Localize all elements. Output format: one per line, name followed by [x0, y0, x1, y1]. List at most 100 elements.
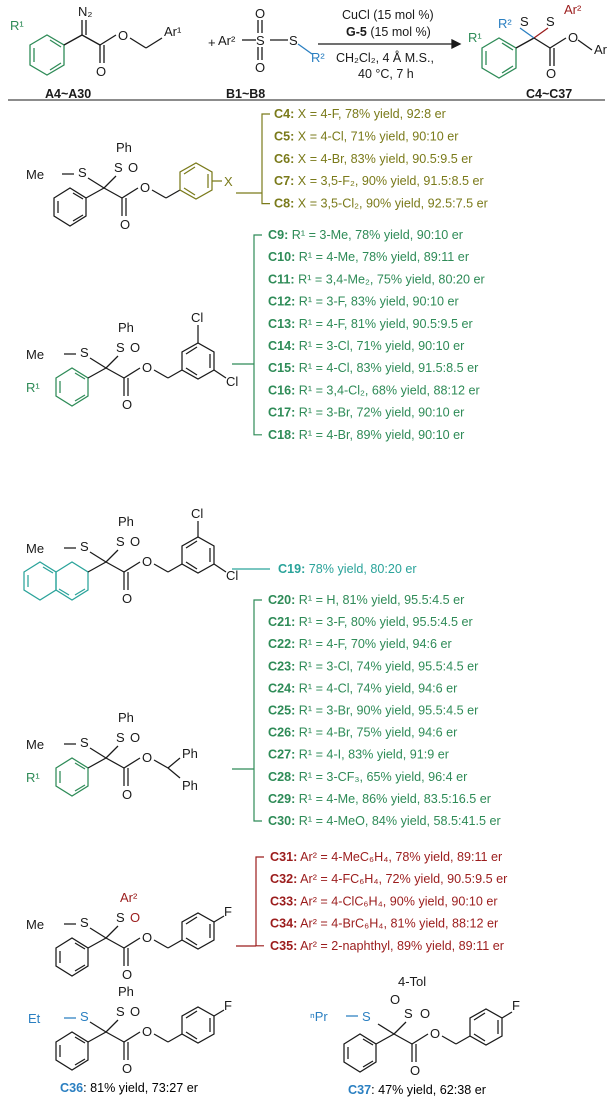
o-label: O [130, 534, 140, 549]
entry-row: C10: R¹ = 4-Me, 78% yield, 89:11 er [268, 250, 469, 264]
ph-label: Ph [118, 514, 134, 529]
entry-detail: Ar² = 4-MeC₆H₄, 78% yield, 89:11 er [297, 850, 502, 864]
entry-row: C19: 78% yield, 80:20 er [278, 562, 417, 576]
f-label: F [224, 998, 232, 1013]
entry-id: C23: [268, 659, 295, 673]
entry-row: C11: R¹ = 3,4-Me₂, 75% yield, 80:20 er [268, 272, 485, 286]
r1-label: R¹ [26, 380, 40, 395]
entry-row: C33: Ar² = 4-ClC₆H₄, 90% yield, 90:10 er [270, 894, 498, 908]
ar2-label: Ar² [218, 33, 236, 48]
entry-id: C17: [268, 406, 295, 420]
me-label: Me [26, 347, 44, 362]
n2-label: N₂ [78, 4, 92, 19]
ph-label: Ph [118, 710, 134, 725]
c37-caption: C37: 47% yield, 62:38 er [348, 1083, 486, 1097]
entry-id: C14: [268, 339, 295, 353]
entry-id: C20: [268, 593, 295, 607]
structure-c9-c18 [55, 325, 227, 407]
npr-label: ⁿPr [310, 1009, 328, 1024]
entry-id: C7: [274, 174, 294, 188]
ar2-label: Ar² [120, 890, 138, 905]
entry-detail: X = 4-F, 78% yield, 92:8 er [294, 107, 446, 121]
entry-row: C5: X = 4-Cl, 71% yield, 90:10 er [274, 129, 458, 143]
entry-row: C16: R¹ = 3,4-Cl₂, 68% yield, 88:12 er [268, 383, 480, 397]
entry-row: C23: R¹ = 3-Cl, 74% yield, 95.5:4.5 er [268, 659, 478, 673]
o-label: O [142, 1024, 152, 1039]
o-label: O [140, 180, 150, 195]
entry-detail: X = 3,5-Cl₂, 90% yield, 92.5:7.5 er [294, 197, 488, 211]
entry-detail: Ar² = 4-ClC₆H₄, 90% yield, 90:10 er [297, 894, 497, 908]
f-label: F [512, 998, 520, 1013]
condition-3: CH₂Cl₂, 4 Å M.S., [336, 50, 434, 65]
group-bracket [253, 599, 262, 822]
o-label: O [142, 360, 152, 375]
f-label: F [224, 904, 232, 919]
structures [23, 162, 513, 1073]
o-label: O [122, 591, 132, 606]
o-label: O [122, 967, 132, 982]
ph-label: Ph [182, 746, 198, 761]
o-label: O [118, 28, 128, 43]
s-label: S [80, 915, 89, 930]
s-label: S [116, 340, 125, 355]
s-label: S [116, 910, 125, 925]
entry-id: C8: [274, 197, 294, 211]
entry-id: C10: [268, 250, 295, 264]
entry-detail: R¹ = 3-F, 80% yield, 95.5:4.5 er [295, 615, 472, 629]
condition-4: 40 °C, 7 h [358, 67, 414, 81]
entry-detail: R¹ = 3-Br, 72% yield, 90:10 er [295, 406, 464, 420]
reactant-a-label: A4~A30 [45, 87, 91, 101]
entry-row: C29: R¹ = 4-Me, 86% yield, 83.5:16.5 er [268, 792, 491, 806]
entry-id: C22: [268, 637, 295, 651]
x-label: X [224, 174, 233, 189]
c36-caption: C36: 81% yield, 73:27 er [60, 1081, 198, 1095]
group-bracket [253, 234, 262, 436]
entry-detail: X = 4-Cl, 71% yield, 90:10 er [294, 129, 458, 143]
me-label: Me [26, 737, 44, 752]
me-label: Me [26, 541, 44, 556]
o-label: O [130, 910, 140, 925]
r2-label: R² [498, 16, 512, 31]
entry-detail: R¹ = 3-Me, 78% yield, 90:10 er [288, 228, 463, 242]
entry-id: C33: [270, 894, 297, 908]
o-label: O [130, 1004, 140, 1019]
entry-id: C32: [270, 872, 297, 886]
entry-id: C31: [270, 850, 297, 864]
entry-row: C12: R¹ = 3-F, 83% yield, 90:10 er [268, 295, 459, 309]
s-label: S [80, 1009, 89, 1024]
structure-c4-c8 [53, 162, 222, 227]
entry-id: C4: [274, 107, 294, 121]
cl-label: Cl [226, 568, 238, 583]
entry-detail: R¹ = 4-Br, 89% yield, 90:10 er [295, 428, 464, 442]
entry-detail: R¹ = 4-F, 81% yield, 90.5:9.5 er [295, 317, 472, 331]
cl-label: Cl [191, 506, 203, 521]
entry-id: C5: [274, 129, 294, 143]
entry-detail: R¹ = 3-Br, 90% yield, 95.5:4.5 er [295, 704, 478, 718]
r1-label: R¹ [26, 770, 40, 785]
s-label: S [114, 160, 123, 175]
entry-id: C12: [268, 295, 295, 309]
scheme-header [8, 20, 605, 101]
entry-row: C17: R¹ = 3-Br, 72% yield, 90:10 er [268, 406, 464, 420]
entry-detail: R¹ = 3-CF₃, 65% yield, 96:4 er [295, 770, 467, 784]
ph-label: Ph [118, 320, 134, 335]
me-label: Me [26, 167, 44, 182]
o-label: O [120, 217, 130, 232]
entry-id: C21: [268, 615, 295, 629]
entry-row: C34: Ar² = 4-BrC₆H₄, 81% yield, 88:12 er [270, 917, 498, 931]
entry-detail: Ar² = 4-BrC₆H₄, 81% yield, 88:12 er [297, 917, 498, 931]
s-label: S [80, 735, 89, 750]
s-label: S [80, 539, 89, 554]
entry-id: C28: [268, 770, 295, 784]
entry-detail: R¹ = 4-I, 83% yield, 91:9 er [295, 748, 449, 762]
entry-row: C8: X = 3,5-Cl₂, 90% yield, 92.5:7.5 er [274, 197, 488, 211]
entry-row: C14: R¹ = 3-Cl, 71% yield, 90:10 er [268, 339, 464, 353]
group-bracket [261, 113, 270, 205]
reactant-a-benzene [29, 34, 65, 76]
entry-id: C9: [268, 228, 288, 242]
o-label: O [420, 1006, 430, 1021]
entry-detail: 78% yield, 80:20 er [305, 562, 416, 576]
o-label: O [122, 787, 132, 802]
entry-row: C9: R¹ = 3-Me, 78% yield, 90:10 er [268, 228, 463, 242]
